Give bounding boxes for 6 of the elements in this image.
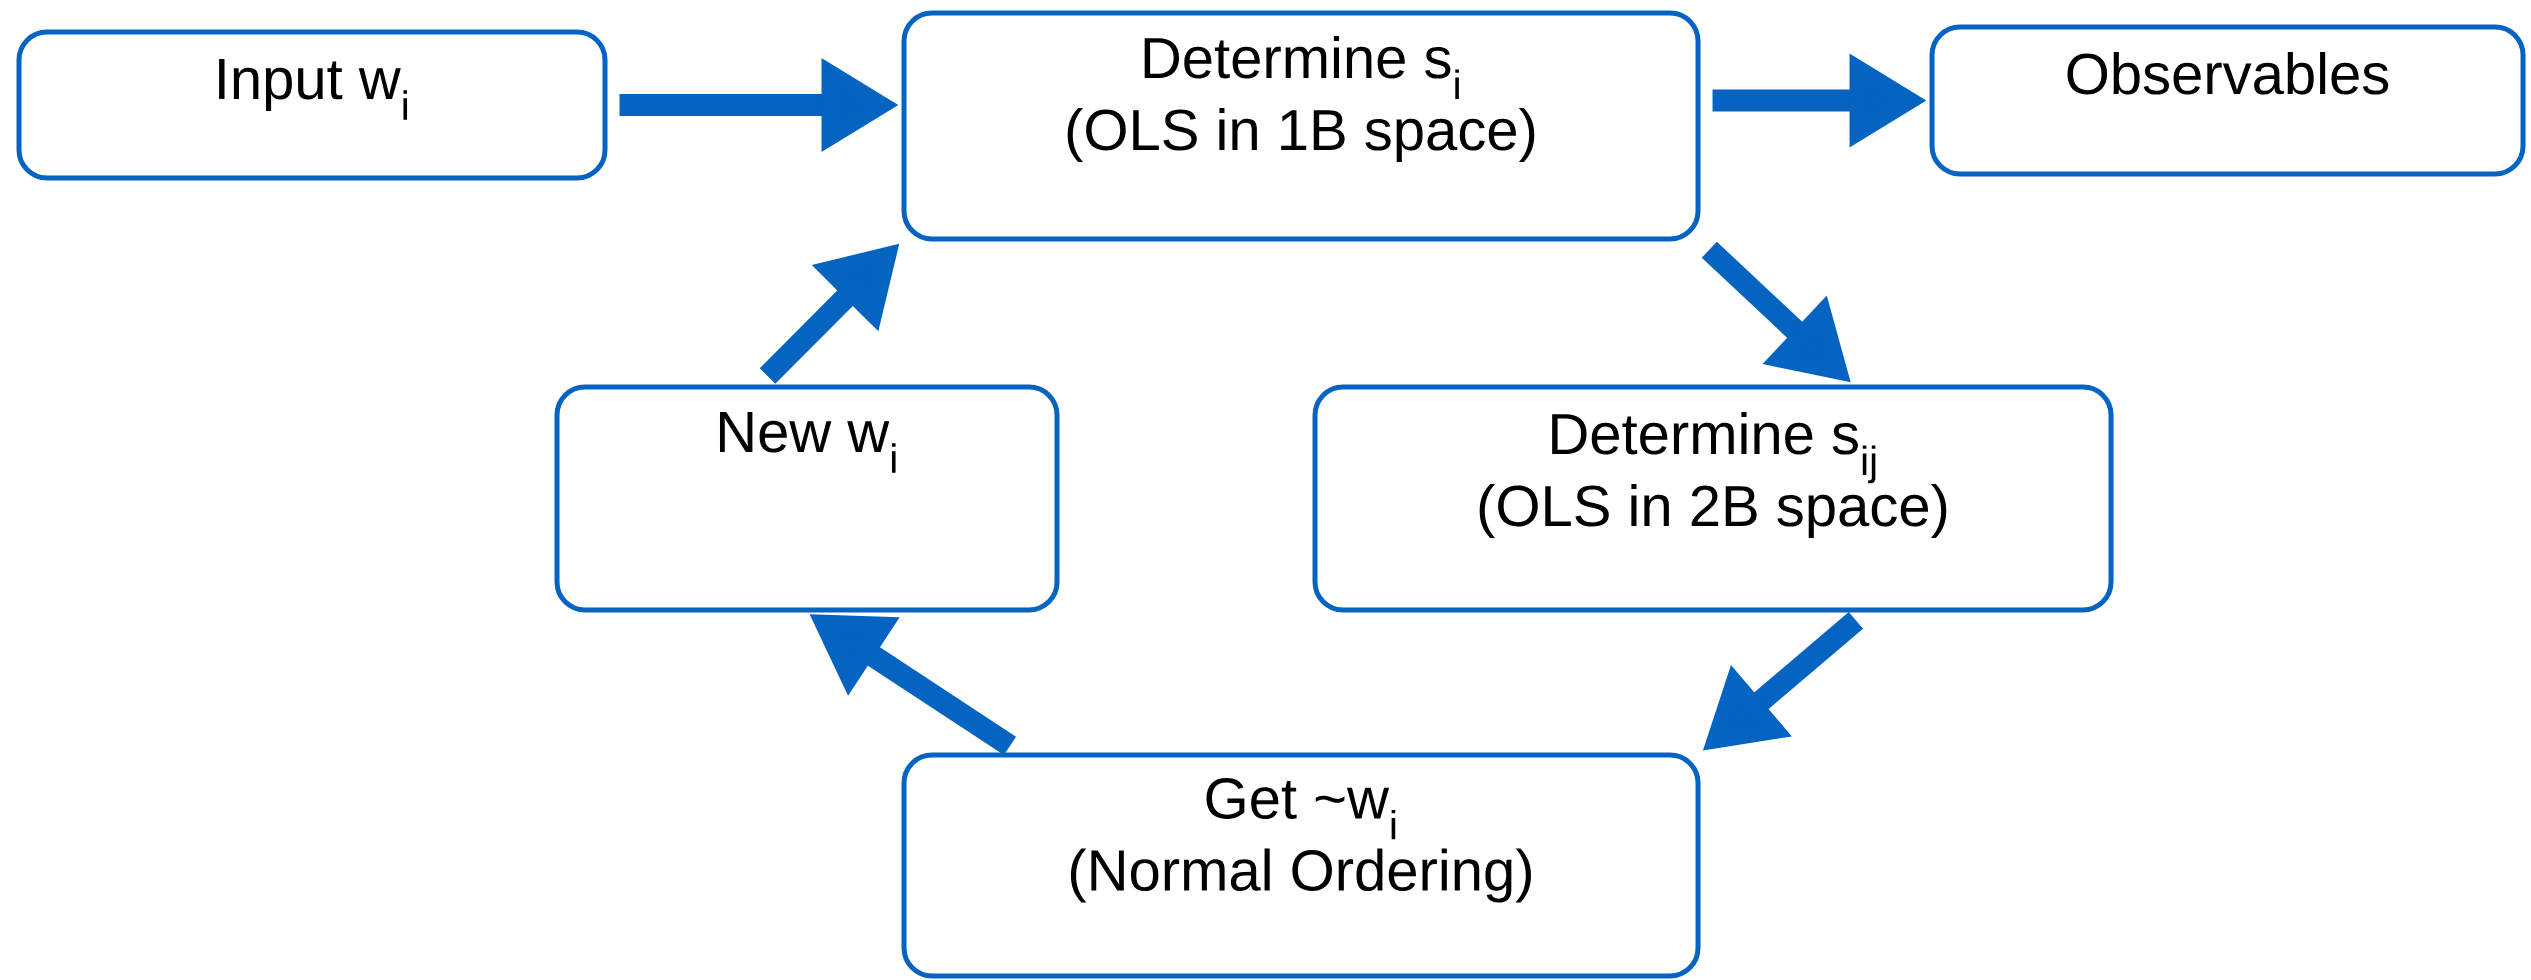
process-box: New w$_{i}$: [554, 384, 1060, 613]
process-box: Determine s$_{i}$ (OLS in 1B space): [901, 10, 1701, 242]
process-box: Get ~w$_{i}$ (Normal Ordering): [901, 752, 1701, 979]
process-box: Observables: [1929, 24, 2526, 177]
process-box: Input w$_{i}$: [16, 29, 608, 181]
process-box: Determine s$_{ij}$ (OLS in 2B space): [1312, 384, 2114, 613]
